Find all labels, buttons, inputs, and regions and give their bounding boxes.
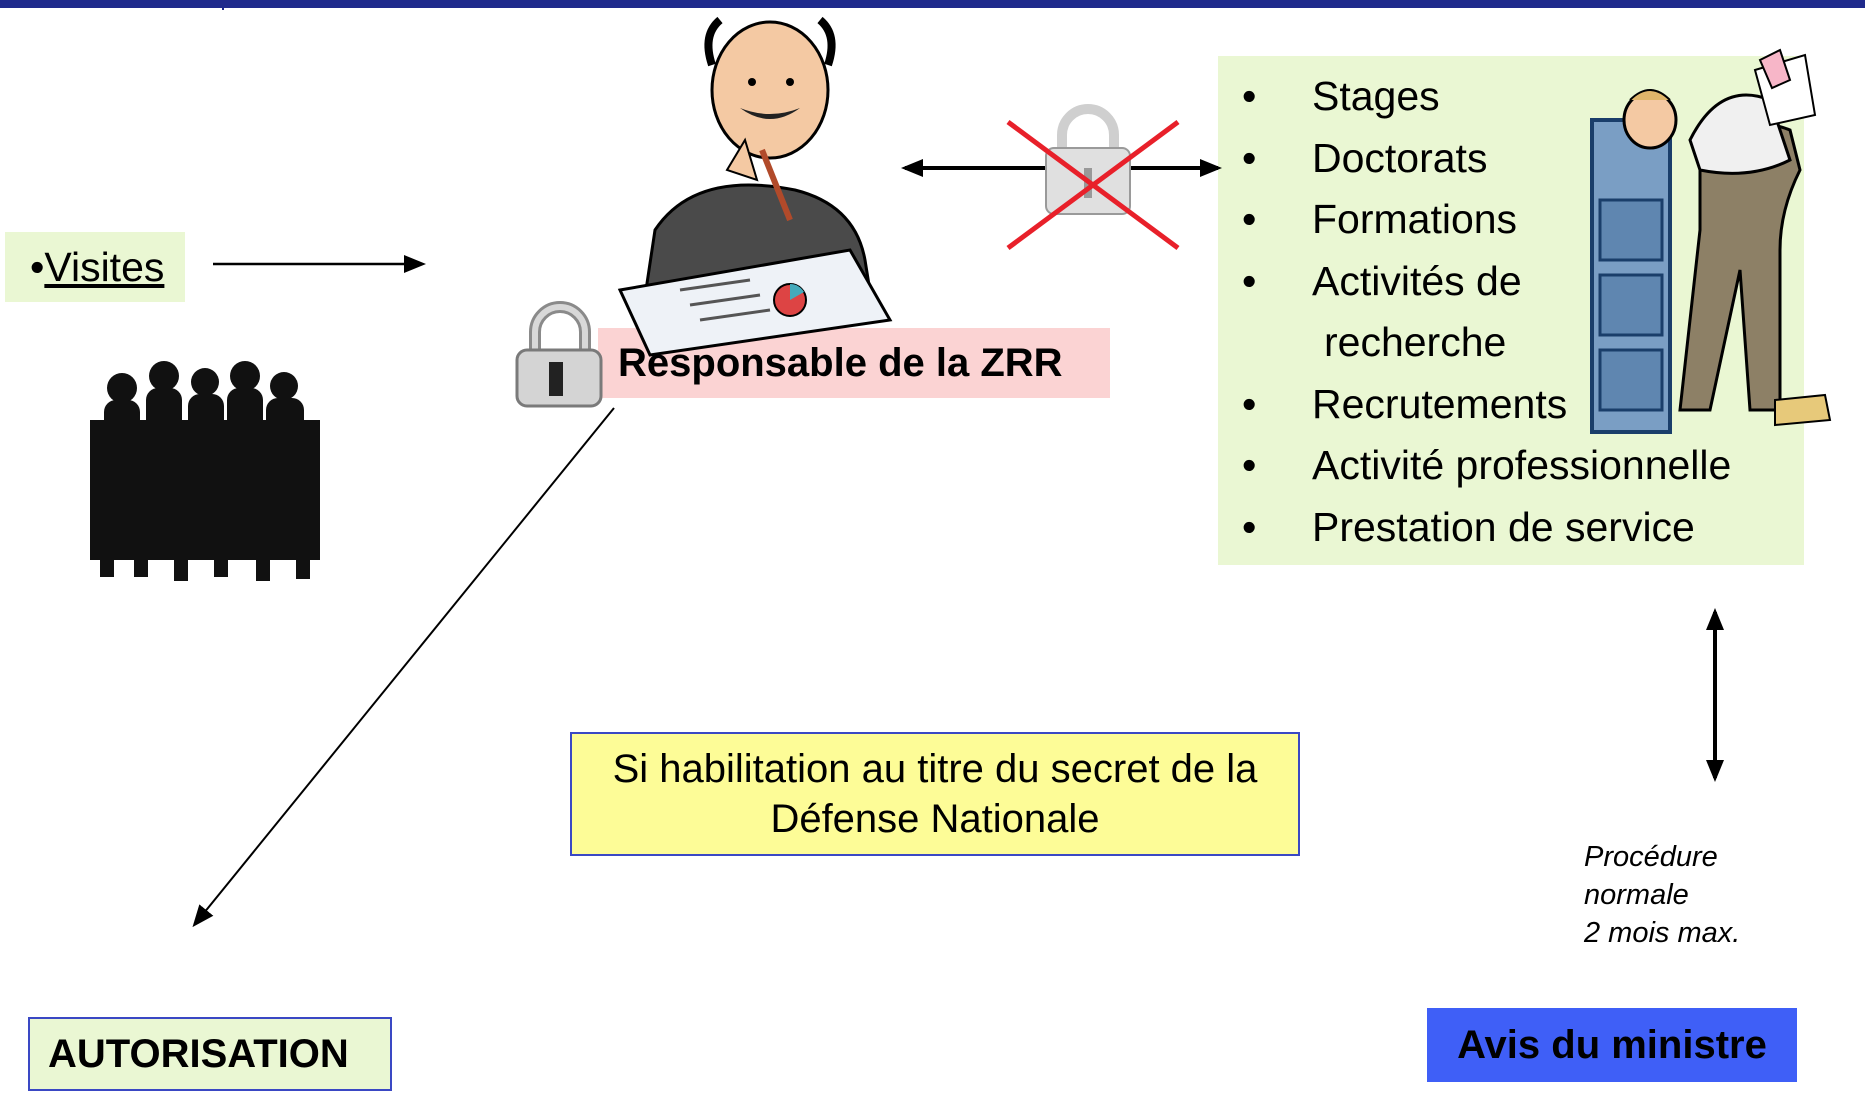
procedure-line-1: Procédure: [1584, 841, 1718, 873]
arrow-responsable-to-autorisation: [192, 407, 615, 928]
visites-bullet: •: [30, 243, 45, 290]
people-silhouette-icon: [90, 361, 320, 581]
list-item: •Prestation de service: [1242, 503, 1695, 550]
crossed-padlock-icon: [1006, 104, 1180, 251]
padlock-icon: [515, 301, 603, 408]
activities-list: •Stages •Doctorats •Formations •Activité…: [1218, 56, 1804, 558]
procedure-line-3: 2 mois max.: [1584, 917, 1741, 949]
list-item: •Stages: [1242, 73, 1440, 119]
list-item: •Recrutements: [1242, 380, 1568, 427]
procedure-note: Procédure normale 2 mois max.: [1584, 838, 1804, 952]
filing-cabinet-man-icon: [1590, 48, 1832, 434]
list-item: •Activités de: [1242, 257, 1522, 304]
avis-ministre-box: Avis du ministre: [1427, 1008, 1797, 1082]
autorisation-box: AUTORISATION: [28, 1017, 392, 1091]
avis-ministre-label: Avis du ministre: [1457, 1022, 1767, 1067]
list-item-continuation: recherche: [1324, 319, 1507, 365]
thinking-man-icon: [617, 16, 893, 357]
top-bar: [0, 0, 1865, 8]
procedure-line-2: normale: [1584, 879, 1689, 911]
autorisation-label: AUTORISATION: [48, 1031, 349, 1076]
list-item: •Doctorats: [1242, 134, 1488, 181]
list-item: •Activité professionnelle: [1242, 442, 1732, 488]
list-item: •Formations: [1242, 196, 1518, 242]
top-bar-divider: [222, 0, 224, 10]
secret-defense-text: Si habilitation au titre du secret de la…: [612, 747, 1258, 841]
visites-label[interactable]: Visites: [44, 243, 165, 290]
secret-defense-note: Si habilitation au titre du secret de la…: [570, 732, 1300, 856]
visites-box: •Visites: [5, 232, 185, 302]
